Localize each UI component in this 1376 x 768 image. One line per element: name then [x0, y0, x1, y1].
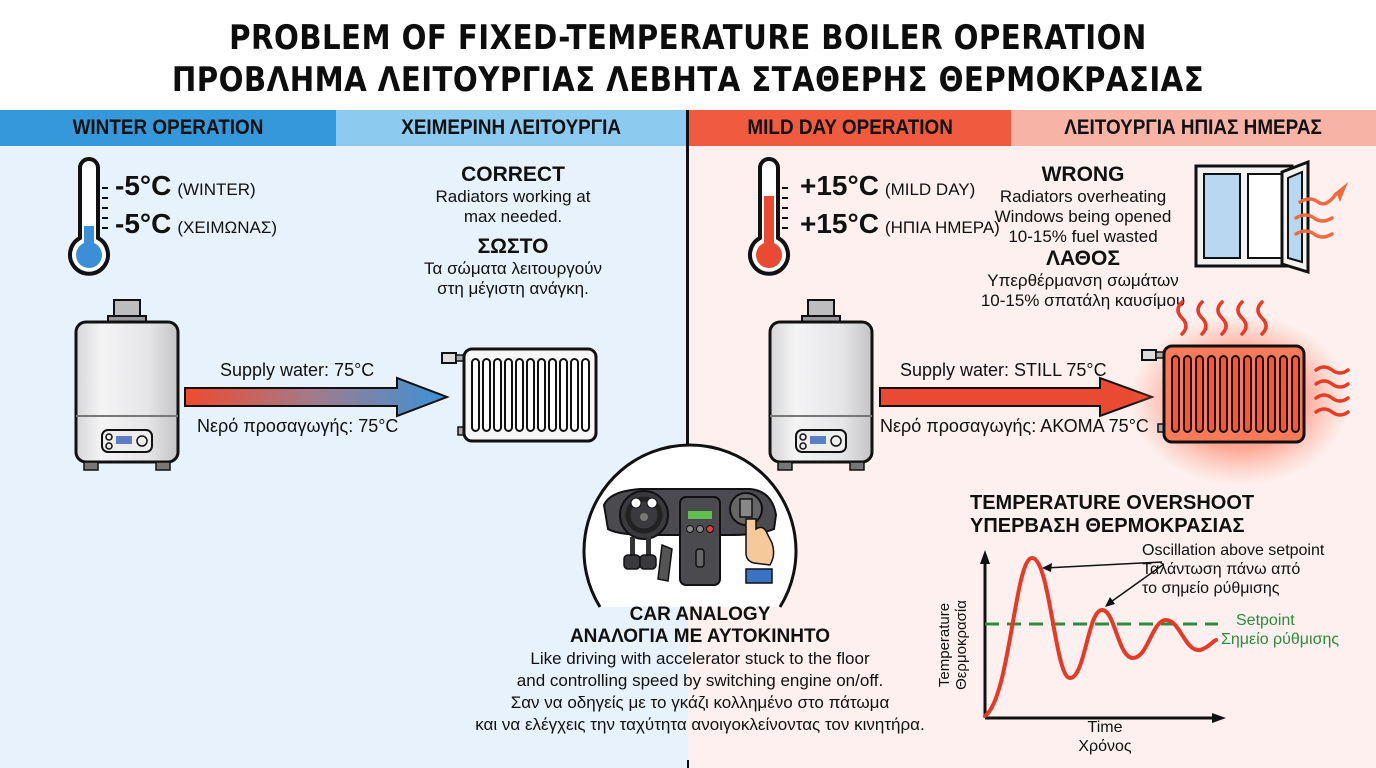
- mild-temp-gr: +15°C (ΗΠΙΑ ΗΜΕΡΑ): [800, 208, 1000, 240]
- overshoot-title-en: TEMPERATURE OVERSHOOT: [970, 492, 1255, 514]
- overshoot-title-gr: ΥΠΕΡΒΑΣΗ ΘΕΡΜΟΚΡΑΣΙΑΣ: [970, 515, 1245, 537]
- winter-verdict-en: CORRECT: [461, 163, 565, 186]
- center-divider: [686, 110, 689, 450]
- mild-temp-gr-label: (ΗΠΙΑ ΗΜΕΡΑ): [884, 218, 1000, 237]
- mild-header-en: MILD DAY OPERATION: [689, 110, 1011, 146]
- mild-verdict: WRONG Radiators overheating Windows bein…: [968, 163, 1198, 311]
- y-axis-label-gr: Θερμοκρασία: [953, 600, 970, 690]
- radiator-hot-icon: [1130, 300, 1350, 485]
- winter-supply-en: Supply water: 75°C: [220, 360, 375, 380]
- y-axis-label-en: Temperature: [936, 602, 953, 688]
- car-analogy-text-gr-2: και να ελέγχεις την ταχύτητα ανοιγοκλείν…: [475, 715, 925, 734]
- mild-desc-en-3: 10-15% fuel wasted: [1008, 227, 1158, 246]
- winter-verdict: CORRECT Radiators working at max needed.…: [398, 163, 628, 299]
- mild-desc-gr-2: 10-15% σπατάλη καυσίμου: [980, 291, 1186, 310]
- thermometer-high-icon: [748, 157, 790, 276]
- mild-header-gr: ΛΕΙΤΟΥΡΓΙΑ ΗΠΙΑΣ ΗΜΕΡΑΣ: [1011, 110, 1376, 146]
- car-analogy-text-en-1: Like driving with accelerator stuck to t…: [530, 649, 870, 668]
- winter-temp-en-value: -5°C: [115, 170, 172, 201]
- open-window-icon: [1194, 159, 1348, 275]
- boiler-icon-mild: [768, 299, 874, 471]
- mild-desc-en-2: Windows being opened: [994, 207, 1172, 226]
- winter-desc-gr-2: στη μέγιστη ανάγκη.: [437, 279, 589, 298]
- page-title-en: PROBLEM OF FIXED-TEMPERATURE BOILER OPER…: [229, 18, 1147, 58]
- winter-verdict-gr: ΣΩΣΤΟ: [477, 235, 549, 258]
- radiator-icon: [441, 347, 598, 443]
- page-title-gr: ΠΡΟΒΛΗΜΑ ΛΕΙΤΟΥΡΓΙΑΣ ΛΕΒΗΤΑ ΣΤΑΘΕΡΗΣ ΘΕΡ…: [171, 60, 1205, 100]
- winter-temp-gr-value: -5°C: [115, 208, 172, 239]
- supply-arrow-hot-icon: [879, 376, 1155, 418]
- winter-temp-en-label: (WINTER): [177, 180, 256, 199]
- car-analogy-title-en: CAR ANALOGY: [629, 604, 771, 625]
- car-dashboard-icon: [602, 488, 778, 586]
- boiler-icon: [74, 299, 180, 471]
- mild-desc-en-1: Radiators overheating: [999, 187, 1167, 206]
- x-axis-label-en: Time: [1087, 719, 1123, 736]
- center-divider-stub: [687, 760, 689, 768]
- mild-desc-gr-1: Υπερθέρμανση σωμάτων: [987, 271, 1179, 290]
- mild-header-gr-text: ΛΕΙΤΟΥΡΓΙΑ ΗΠΙΑΣ ΗΜΕΡΑΣ: [1064, 116, 1323, 139]
- winter-temp-gr: -5°C (ΧΕΙΜΩΝΑΣ): [115, 208, 277, 240]
- car-analogy-title-gr: ΑΝΑΛΟΓΙΑ ΜΕ ΑΥΤΟΚΙΝΗΤΟ: [569, 626, 831, 647]
- setpoint-label-gr: Σημείο ρύθμισης: [1221, 631, 1340, 648]
- winter-supply-gr: Νερό προσαγωγής: 75°C: [197, 416, 399, 436]
- winter-header-en-text: WINTER OPERATION: [72, 116, 264, 139]
- mild-temp-en: +15°C (MILD DAY): [800, 170, 975, 202]
- car-analogy-text: CAR ANALOGY ΑΝΑΛΟΓΙΑ ΜΕ ΑΥΤΟΚΙΝΗΤΟ Like …: [430, 604, 970, 736]
- setpoint-label-en: Setpoint: [1236, 612, 1295, 629]
- y-axis-label: Temperature Θερμοκρασία: [936, 590, 970, 700]
- car-analogy-text-gr-1: Σαν να οδηγείς με το γκάζι κολλημένο στο…: [510, 693, 890, 712]
- mild-supply-gr: Νερό προσαγωγής: ΑΚΟΜΑ 75°C: [880, 416, 1149, 436]
- mild-temp-gr-value: +15°C: [800, 208, 879, 239]
- winter-header-en: WINTER OPERATION: [0, 110, 336, 146]
- mild-verdict-en: WRONG: [1041, 163, 1125, 186]
- supply-arrow-gradient-icon: [184, 376, 450, 418]
- mild-header-en-text: MILD DAY OPERATION: [747, 116, 953, 139]
- mild-verdict-gr: ΛΑΘΟΣ: [1046, 247, 1120, 270]
- overshoot-annotation-gr-2: το σημείο ρύθμισης: [1142, 580, 1280, 597]
- overshoot-chart: [980, 550, 1226, 723]
- winter-temp-en: -5°C (WINTER): [115, 170, 256, 202]
- car-analogy-text-en-2: and controlling speed by switching engin…: [516, 671, 884, 690]
- mild-temp-en-label: (MILD DAY): [884, 180, 976, 199]
- overshoot-annotation-en: Oscillation above setpoint: [1142, 542, 1325, 559]
- x-axis-label-gr: Χρόνος: [1078, 738, 1132, 755]
- winter-temp-gr-label: (ΧΕΙΜΩΝΑΣ): [177, 218, 278, 237]
- x-axis-label: Time Χρόνος: [1070, 718, 1140, 756]
- winter-desc-en-1: Radiators working at: [435, 187, 591, 206]
- mild-temp-en-value: +15°C: [800, 170, 879, 201]
- mild-supply-en: Supply water: STILL 75°C: [900, 360, 1107, 380]
- winter-desc-en-2: max needed.: [463, 207, 563, 226]
- thermometer-low-icon: [68, 157, 110, 276]
- overshoot-annotation-gr-1: Ταλάντωση πάνω από: [1142, 561, 1301, 578]
- winter-header-gr: ΧΕΙΜΕΡΙΝΗ ΛΕΙΤΟΥΡΓΙΑ: [336, 110, 686, 146]
- winter-desc-gr-1: Τα σώματα λειτουργούν: [424, 259, 602, 278]
- winter-header-gr-text: ΧΕΙΜΕΡΙΝΗ ΛΕΙΤΟΥΡΓΙΑ: [401, 116, 621, 139]
